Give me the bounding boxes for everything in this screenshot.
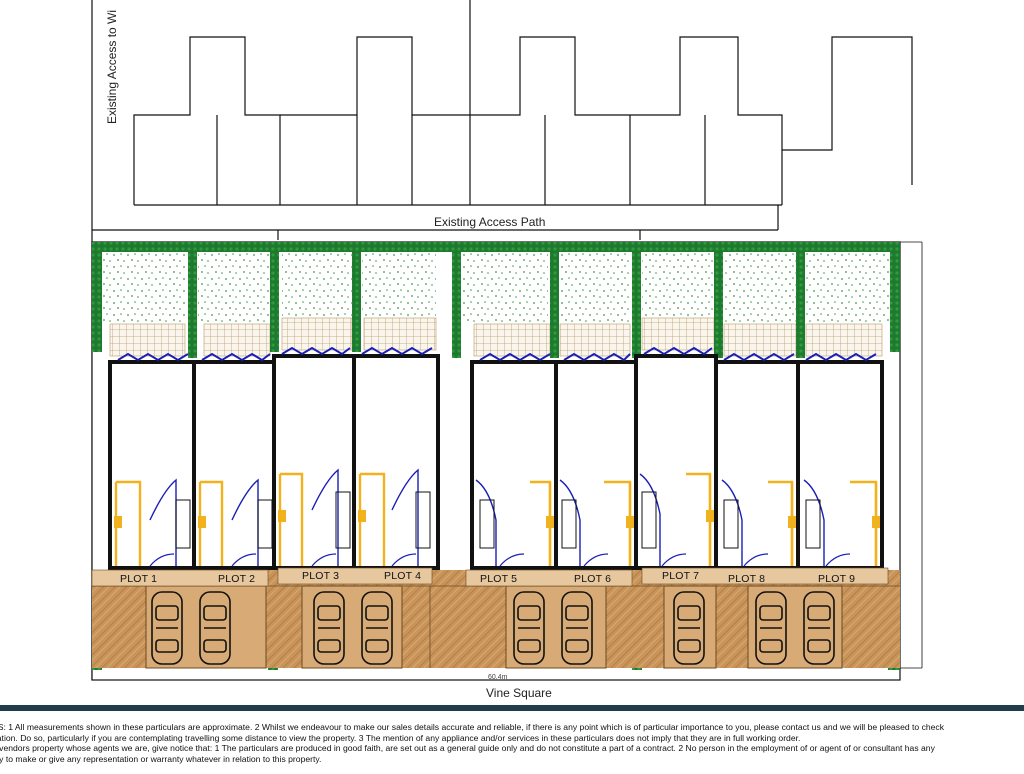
access-path-label: Existing Access Path (434, 215, 546, 229)
width-dimension-label: 60.4m (488, 674, 508, 681)
existing-buildings (91, 0, 913, 680)
houses (108, 354, 884, 570)
patios (109, 317, 883, 357)
disclaimer-line-1: ES: 1 All measurements shown in these pa… (0, 722, 945, 732)
plot-label-7: PLOT 7 (662, 570, 700, 582)
access-side-label: Existing Access to Wi (88, 6, 119, 126)
cars (151, 591, 835, 665)
disclaimer-line-2: nation. Do so, particularly if you are c… (0, 732, 801, 743)
street-name-label: Vine Square (486, 686, 552, 700)
plot-label-4: PLOT 4 (384, 570, 422, 582)
plot-label-6: PLOT 6 (574, 573, 612, 585)
access-side-text: Existing Access to Wi (105, 9, 119, 124)
plot-strips (91, 567, 889, 587)
rear-windows (117, 346, 877, 362)
disclaimer-footer: ES: 1 All measurements shown in these pa… (0, 705, 1024, 774)
gardens (100, 252, 890, 324)
plot-label-1: PLOT 1 (120, 573, 158, 585)
interiors (114, 468, 880, 567)
plot-label-3: PLOT 3 (302, 570, 340, 582)
driveways (92, 570, 900, 669)
disclaimer-line-4: rity to make or give any representation … (0, 753, 322, 764)
plot-label-8: PLOT 8 (728, 573, 766, 585)
plot-label-9: PLOT 9 (818, 573, 856, 585)
site-plan (91, 0, 923, 681)
plot-label-2: PLOT 2 (218, 573, 256, 585)
disclaimer-line-3: e vendors property whose agents we are, … (0, 743, 935, 754)
plot-label-5: PLOT 5 (480, 573, 518, 585)
